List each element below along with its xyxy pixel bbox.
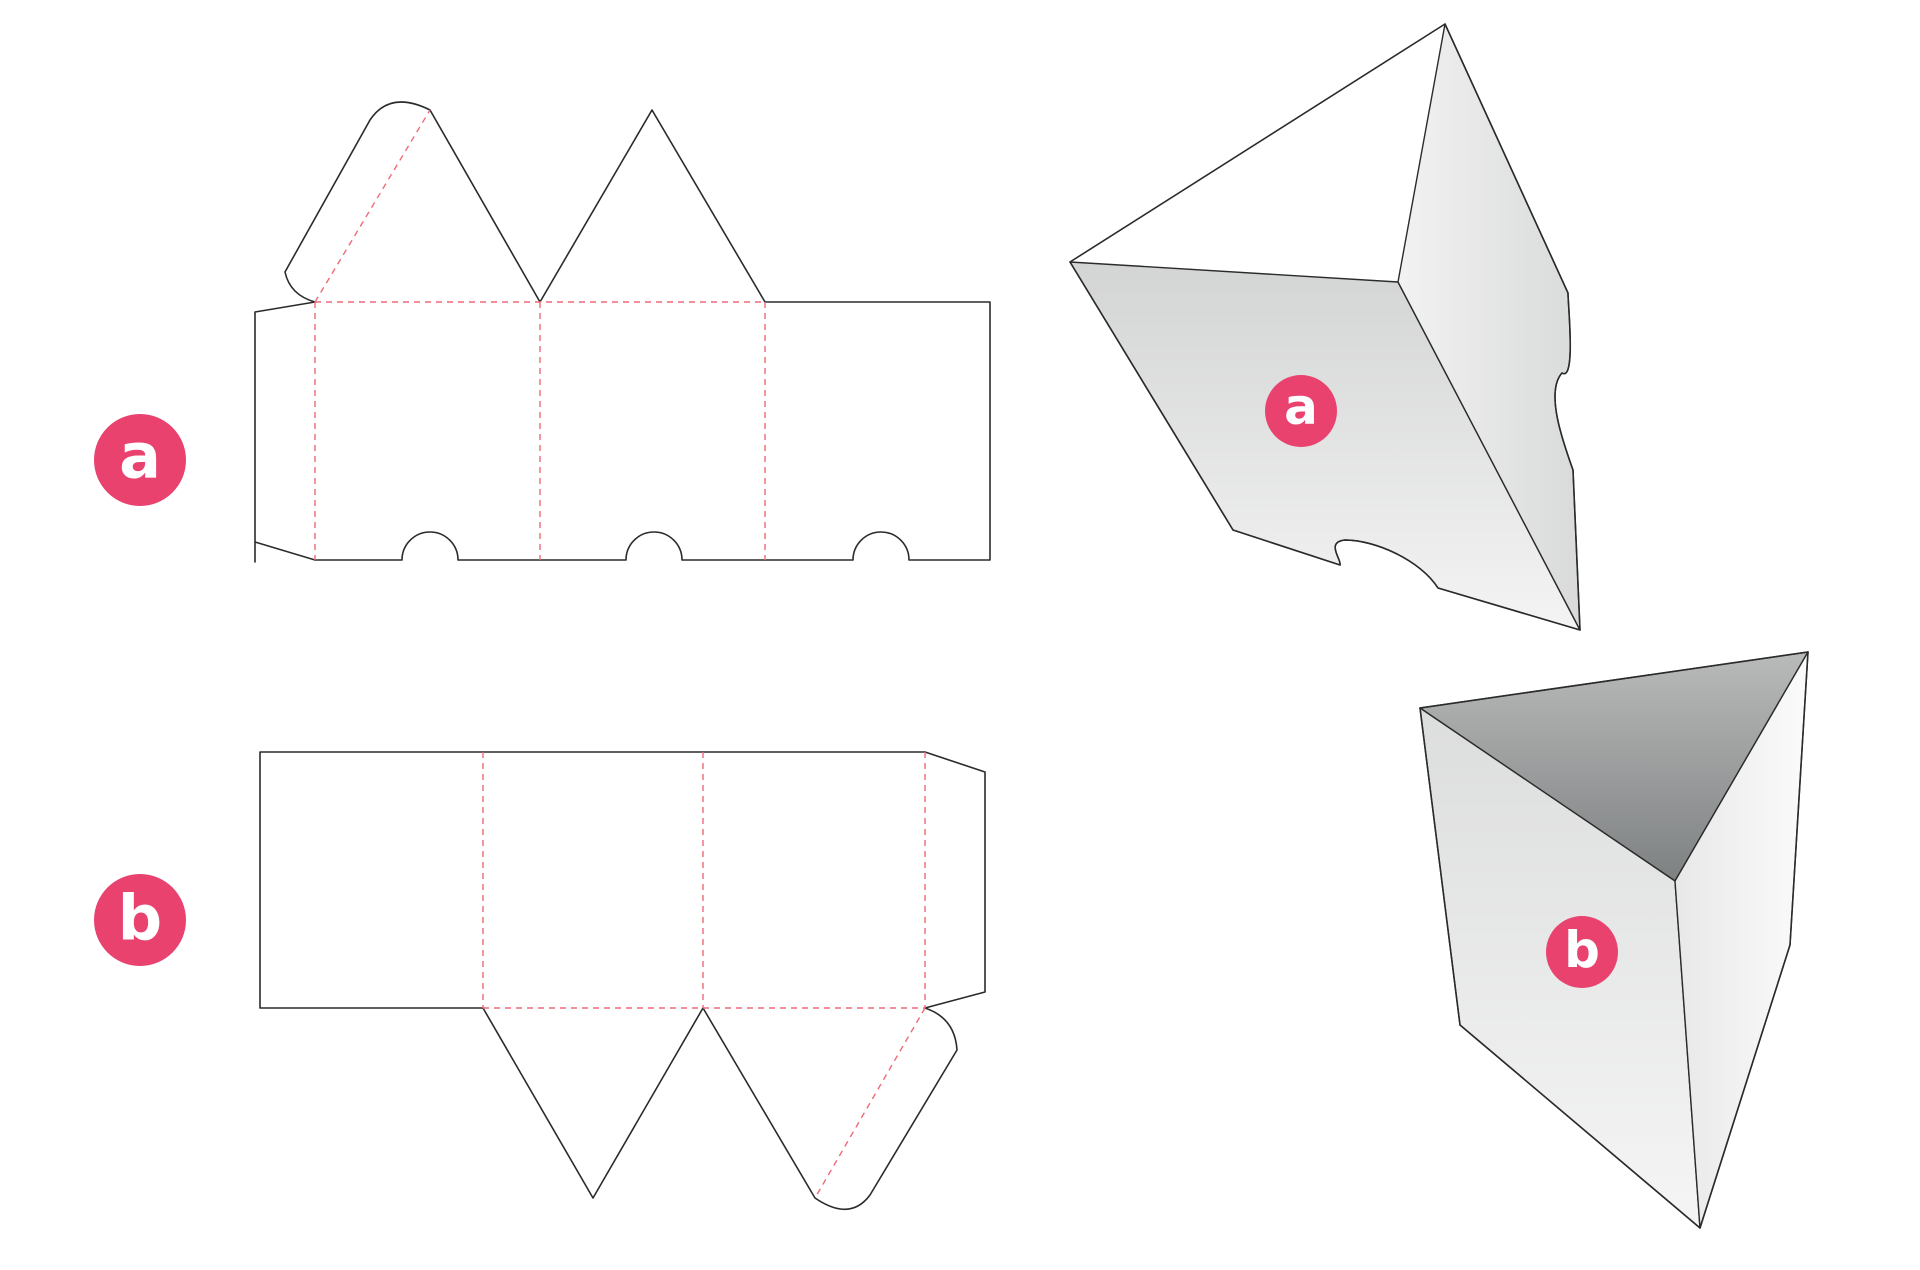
box-a-3d: [1069, 23, 1581, 631]
badge-circle-icon: [94, 874, 186, 966]
badge-b-box-label: b: [1564, 921, 1600, 979]
badge-a-box: a: [1265, 375, 1337, 447]
dieline-a-outline: [254, 101, 991, 563]
dieline-b-folds: [482, 752, 926, 1199]
dieline-a: [254, 101, 991, 563]
badge-a-dieline: a: [94, 414, 186, 506]
badge-a-dieline-label: a: [119, 420, 161, 493]
box-b-outline: [1419, 651, 1809, 1229]
badge-b-dieline: b: [94, 874, 186, 966]
dieline-a-folds: [314, 109, 766, 560]
badge-a-box-label: a: [1284, 378, 1318, 436]
dieline-b-outline: [259, 751, 986, 1211]
badge-b-dieline-label: b: [118, 882, 162, 955]
dieline-b: [259, 751, 986, 1211]
badge-circle-icon: [1546, 916, 1618, 988]
badge-circle-icon: [1265, 375, 1337, 447]
badge-b-box: b: [1546, 916, 1618, 988]
box-a-outline: [1069, 23, 1581, 631]
badge-circle-icon: [94, 414, 186, 506]
